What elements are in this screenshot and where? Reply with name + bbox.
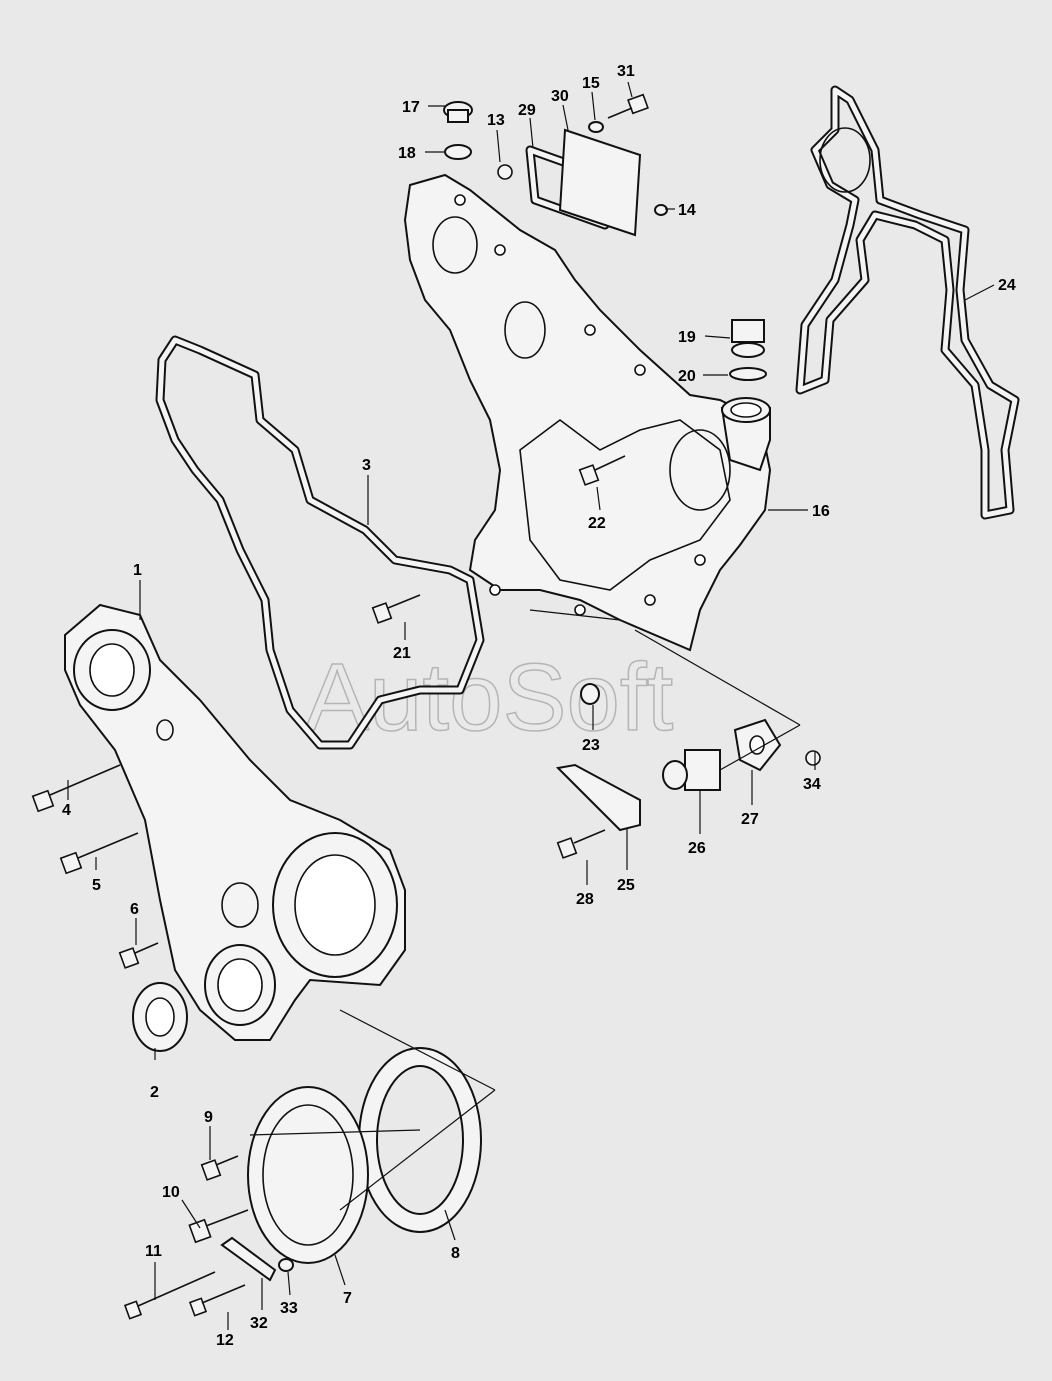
part-26-adapter [662,749,721,791]
callout-1: 1 [133,562,142,579]
part-28-bolt [556,829,606,859]
callout-14: 14 [678,202,696,219]
callout-11: 11 [145,1243,162,1260]
callout-27: 27 [741,811,759,828]
callout-13: 13 [487,112,505,129]
callout-21: 21 [393,645,411,662]
part-14-washer [654,204,668,216]
part-24-timing-cover-gasket-right [795,85,1020,520]
callout-15: 15 [582,75,600,92]
part-10-bolt [188,1209,249,1244]
part-32-lock-plate [220,1236,277,1282]
callout-8: 8 [451,1245,460,1262]
callout-5: 5 [92,877,101,894]
callout-12: 12 [216,1332,234,1349]
callout-18: 18 [398,145,416,162]
part-13-nut [497,164,513,180]
callout-23: 23 [582,737,600,754]
part-27-flange [733,718,782,772]
callout-2: 2 [150,1084,159,1101]
callout-20: 20 [678,368,696,385]
part-5-bolt [59,832,139,875]
assembly-lines [249,609,801,1211]
callout-34: 34 [803,776,821,793]
callout-29: 29 [518,102,536,119]
part-3-timing-case-gasket [155,335,485,750]
part-11-bolt [123,1271,216,1320]
callout-19: 19 [678,329,696,346]
callout-labels: 1 2 3 4 5 6 7 8 9 10 11 12 13 14 15 16 1… [62,63,1016,1349]
watermark: AutoSoft [305,644,673,751]
part-30-cover-plate [558,128,642,237]
part-25-bracket [555,763,641,832]
part-17-plug [443,101,473,123]
callout-3: 3 [362,457,371,474]
part-34-nut [805,750,821,766]
callout-22: 22 [588,515,606,532]
callout-30: 30 [551,88,569,105]
part-23-dowel [580,683,600,705]
callout-33: 33 [280,1300,298,1317]
callout-10: 10 [162,1184,180,1201]
part-33-washer [278,1258,294,1272]
callout-25: 25 [617,877,635,894]
callout-7: 7 [343,1290,352,1307]
part-20-o-ring [729,367,767,381]
part-18-washer [444,144,472,160]
callout-31: 31 [617,63,635,80]
callout-4: 4 [62,802,71,819]
part-21-bolt [371,594,421,624]
callout-6: 6 [130,901,139,918]
callout-9: 9 [204,1109,213,1126]
callout-17: 17 [402,99,420,116]
part-4-bolt [31,764,121,813]
part-31-bolt [607,93,649,119]
part-7-cover-plate [247,1086,369,1264]
callout-leaders [67,81,995,1330]
part-15-washer [588,121,604,133]
part-16-timing-case [403,173,772,652]
part-9-bolt [200,1155,239,1181]
part-8-cover-gasket [358,1047,482,1233]
part-2-oil-seal [132,982,188,1052]
callout-32: 32 [250,1315,268,1332]
callout-26: 26 [688,840,706,857]
part-6-bolt [118,942,159,969]
callout-24: 24 [998,277,1016,294]
part-22-bolt [578,455,626,486]
part-1-front-cover [64,603,406,1041]
callout-16: 16 [812,503,830,520]
part-19-filler-cap [731,319,765,358]
part-12-bolt [188,1284,246,1317]
callout-28: 28 [576,891,594,908]
